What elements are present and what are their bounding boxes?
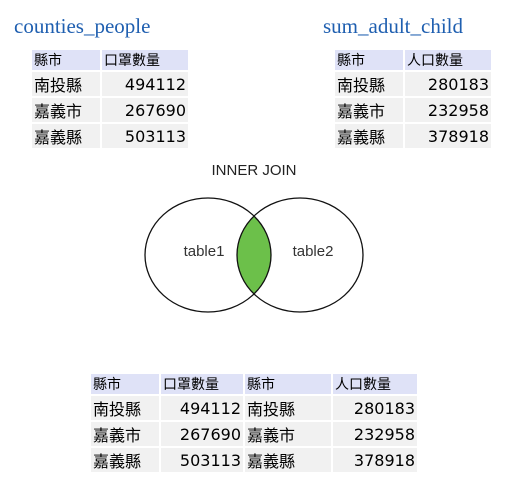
table-cell: 503113 xyxy=(102,124,188,148)
table-cell: 嘉義縣 xyxy=(335,124,403,148)
table-cell: 280183 xyxy=(333,396,417,420)
column-header: 人口數量 xyxy=(405,50,491,70)
venn-title: INNER JOIN xyxy=(211,162,296,179)
table-row: 嘉義縣 378918 xyxy=(335,124,491,148)
join-result-table: 縣市 口罩數量 縣市 人口數量 南投縣 494112 南投縣 280183 嘉義… xyxy=(89,372,419,474)
table-row: 南投縣 280183 xyxy=(335,72,491,96)
table-cell: 嘉義市 xyxy=(335,98,403,122)
table-cell: 嘉義縣 xyxy=(91,448,159,472)
table-cell: 232958 xyxy=(405,98,491,122)
table-row: 嘉義縣 503113 xyxy=(32,124,188,148)
table-cell: 280183 xyxy=(405,72,491,96)
table-cell: 嘉義市 xyxy=(245,422,331,446)
table-cell: 嘉義縣 xyxy=(32,124,100,148)
table-cell: 494112 xyxy=(161,396,243,420)
sum-adult-child-table: 縣市 人口數量 南投縣 280183 嘉義市 232958 嘉義縣 378918 xyxy=(333,48,493,150)
table-cell: 503113 xyxy=(161,448,243,472)
table-cell: 南投縣 xyxy=(335,72,403,96)
column-header: 縣市 xyxy=(32,50,100,70)
table-cell: 378918 xyxy=(333,448,417,472)
column-header: 縣市 xyxy=(335,50,403,70)
left-circle xyxy=(144,197,272,313)
table-cell: 南投縣 xyxy=(32,72,100,96)
table-cell: 南投縣 xyxy=(245,396,331,420)
table-cell: 494112 xyxy=(102,72,188,96)
left-table-title: counties_people xyxy=(14,14,151,38)
column-header: 口罩數量 xyxy=(161,374,243,394)
right-circle xyxy=(236,197,364,313)
table-row: 嘉義市 232958 xyxy=(335,98,491,122)
table-cell: 南投縣 xyxy=(91,396,159,420)
table-cell: 嘉義市 xyxy=(91,422,159,446)
left-circle-label: table1 xyxy=(184,243,225,260)
counties-people-table: 縣市 口罩數量 南投縣 494112 嘉義市 267690 嘉義縣 503113 xyxy=(30,48,190,150)
table-cell: 232958 xyxy=(333,422,417,446)
table-row: 嘉義市 267690 xyxy=(32,98,188,122)
table-cell: 嘉義市 xyxy=(32,98,100,122)
table-cell: 267690 xyxy=(161,422,243,446)
column-header: 縣市 xyxy=(91,374,159,394)
table-cell: 378918 xyxy=(405,124,491,148)
table-cell: 267690 xyxy=(102,98,188,122)
right-circle-label: table2 xyxy=(293,243,334,260)
table-row: 南投縣 494112 南投縣 280183 xyxy=(91,396,417,420)
column-header: 縣市 xyxy=(245,374,331,394)
table-row: 嘉義市 267690 嘉義市 232958 xyxy=(91,422,417,446)
right-table-title: sum_adult_child xyxy=(323,14,463,38)
table-cell: 嘉義縣 xyxy=(245,448,331,472)
column-header: 口罩數量 xyxy=(102,50,188,70)
table-row: 嘉義縣 503113 嘉義縣 378918 xyxy=(91,448,417,472)
table-row: 南投縣 494112 xyxy=(32,72,188,96)
column-header: 人口數量 xyxy=(333,374,417,394)
